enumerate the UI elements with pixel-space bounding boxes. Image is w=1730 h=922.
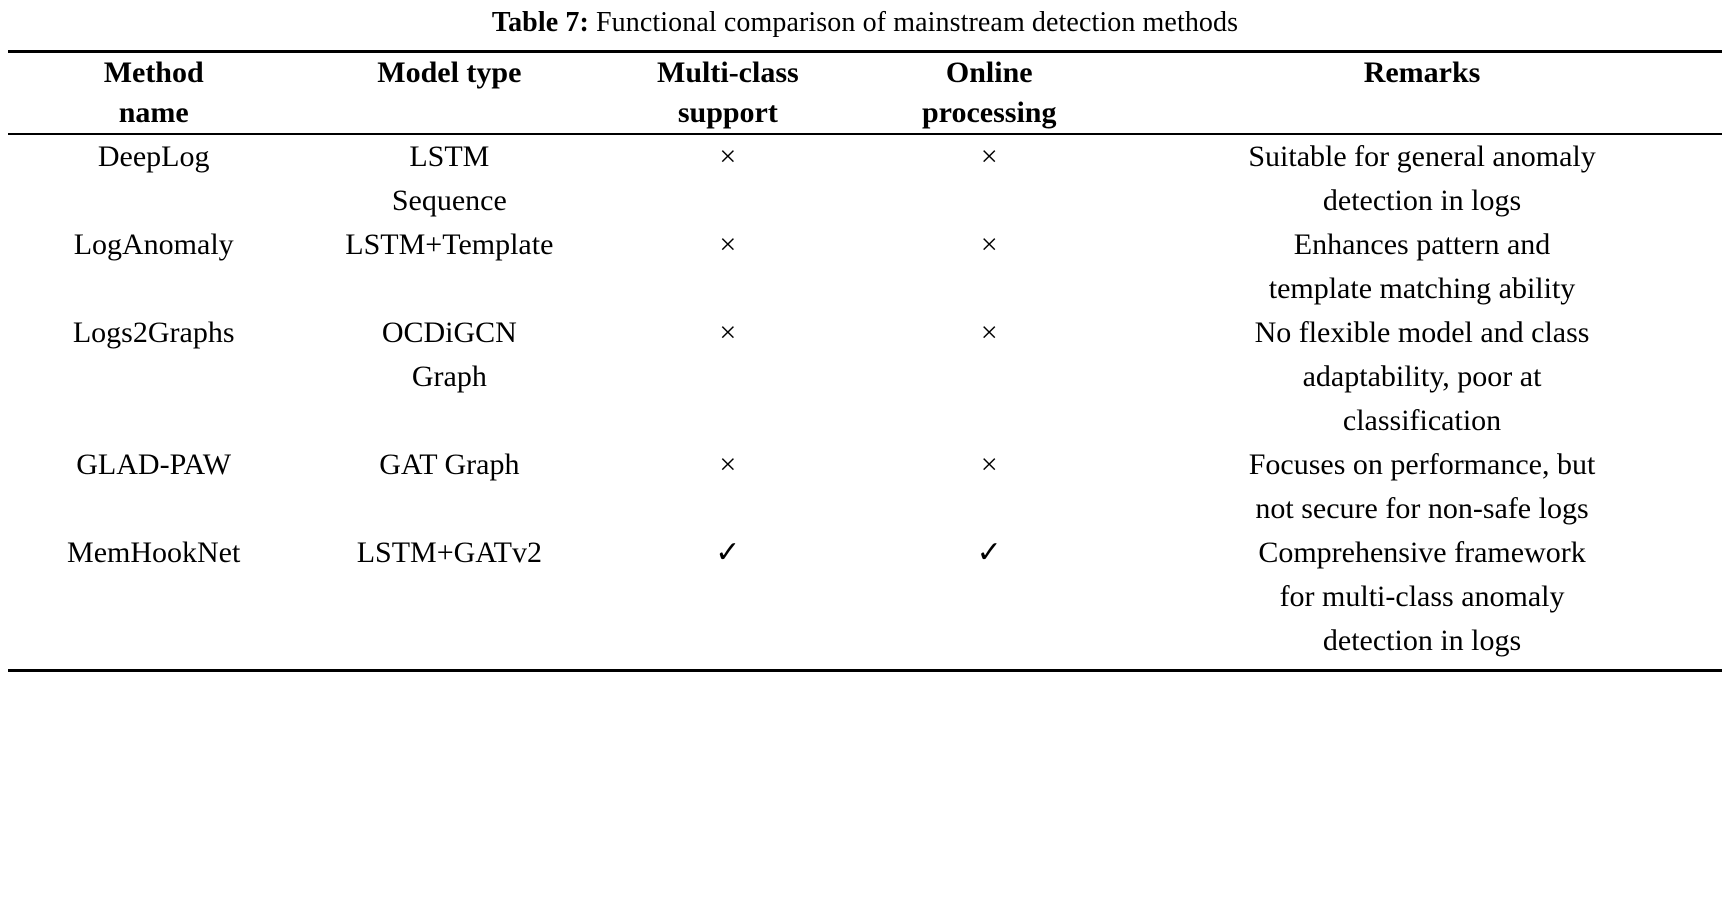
cross-icon: ×	[719, 316, 737, 349]
method-name-value: DeepLog	[97, 140, 210, 173]
caption-text: Functional comparison of mainstream dete…	[595, 7, 1239, 38]
cell-online-processing: ×	[856, 443, 1122, 531]
remarks-line2: not secure for non-safe logs	[1255, 492, 1589, 525]
table-row: LogAnomaly LSTM+Template × × Enhances pa…	[8, 223, 1722, 311]
column-header-model-type-line1: Model type	[377, 56, 522, 89]
table-caption: Table 7: Functional comparison of mainst…	[0, 0, 1730, 50]
model-type-line1: LSTM+Template	[345, 228, 554, 261]
remarks-line2: template matching ability	[1268, 272, 1576, 305]
column-header-method-name-line1: Method	[103, 56, 204, 89]
model-type-line1: LSTM+GATv2	[356, 536, 542, 569]
cross-icon: ×	[980, 316, 998, 349]
table-row: Logs2Graphs OCDiGCN Graph × × No flexibl…	[8, 311, 1722, 443]
cross-icon: ×	[980, 228, 998, 261]
comparison-table: Method name Model type Multi-class suppo…	[8, 53, 1722, 133]
table-row: DeepLog LSTM Sequence × × Suitable for g…	[8, 135, 1722, 223]
cell-method-name: GLAD-PAW	[8, 443, 299, 531]
column-header-online-processing: Online processing	[856, 53, 1122, 133]
cross-icon: ×	[980, 140, 998, 173]
method-name-value: LogAnomaly	[73, 228, 234, 261]
model-type-line1: LSTM	[409, 140, 490, 173]
table-row: MemHookNet LSTM+GATv2 ✓ ✓ Comprehensive …	[8, 531, 1722, 663]
cross-icon: ×	[719, 140, 737, 173]
cell-model-type: GAT Graph	[299, 443, 599, 531]
remarks-line3: detection in logs	[1322, 624, 1522, 657]
remarks-line1: No flexible model and class	[1254, 316, 1590, 349]
cell-method-name: LogAnomaly	[8, 223, 299, 311]
remarks-line2: for multi-class anomaly	[1279, 580, 1565, 613]
cell-multi-class-support: ×	[599, 135, 856, 223]
cell-remarks: Focuses on performance, but not secure f…	[1122, 443, 1722, 531]
cell-model-type: LSTM+GATv2	[299, 531, 599, 663]
cell-model-type: LSTM Sequence	[299, 135, 599, 223]
table-header: Method name Model type Multi-class suppo…	[8, 53, 1722, 133]
cross-icon: ×	[719, 228, 737, 261]
remarks-line1: Comprehensive framework	[1258, 536, 1586, 569]
cross-icon: ×	[980, 448, 998, 481]
method-name-value: Logs2Graphs	[72, 316, 235, 349]
remarks-line1: Enhances pattern and	[1293, 228, 1551, 261]
cell-online-processing: ×	[856, 135, 1122, 223]
comparison-table-body: DeepLog LSTM Sequence × × Suitable for g…	[8, 135, 1722, 663]
remarks-line2: adaptability, poor at	[1302, 360, 1542, 393]
cell-remarks: Comprehensive framework for multi-class …	[1122, 531, 1722, 663]
cell-online-processing: ×	[856, 223, 1122, 311]
model-type-line1: GAT Graph	[379, 448, 520, 481]
column-header-multi-class-support: Multi-class support	[599, 53, 856, 133]
check-icon: ✓	[976, 536, 1002, 569]
cell-multi-class-support: ×	[599, 223, 856, 311]
remarks-line1: Suitable for general anomaly	[1248, 140, 1596, 173]
cell-multi-class-support: ×	[599, 311, 856, 443]
table-bottom-rule	[8, 669, 1722, 672]
cell-method-name: Logs2Graphs	[8, 311, 299, 443]
model-type-line2: Sequence	[391, 184, 507, 217]
column-header-remarks: Remarks	[1122, 53, 1722, 133]
method-name-value: GLAD-PAW	[76, 448, 232, 481]
header-row: Method name Model type Multi-class suppo…	[8, 53, 1722, 133]
column-header-method-name-line2: name	[118, 96, 189, 129]
column-header-model-type: Model type	[299, 53, 599, 133]
column-header-multi-class-support-line2: support	[677, 96, 778, 129]
cell-multi-class-support: ✓	[599, 531, 856, 663]
table-top-rule	[8, 50, 1722, 53]
cell-multi-class-support: ×	[599, 443, 856, 531]
table-row: GLAD-PAW GAT Graph × × Focuses on perfor…	[8, 443, 1722, 531]
remarks-line2: detection in logs	[1322, 184, 1522, 217]
cell-method-name: DeepLog	[8, 135, 299, 223]
table-body: DeepLog LSTM Sequence × × Suitable for g…	[8, 135, 1722, 663]
remarks-line3: classification	[1342, 404, 1502, 437]
caption-label: Table 7:	[491, 7, 589, 38]
cross-icon: ×	[719, 448, 737, 481]
model-type-line2: Graph	[411, 360, 487, 393]
column-header-online-processing-line2: processing	[922, 96, 1057, 129]
column-header-method-name: Method name	[8, 53, 299, 133]
check-icon: ✓	[715, 536, 741, 569]
remarks-line1: Focuses on performance, but	[1248, 448, 1596, 481]
cell-remarks: Enhances pattern and template matching a…	[1122, 223, 1722, 311]
column-header-online-processing-line1: Online	[945, 56, 1033, 89]
model-type-line1: OCDiGCN	[381, 316, 517, 349]
cell-online-processing: ×	[856, 311, 1122, 443]
cell-remarks: No flexible model and class adaptability…	[1122, 311, 1722, 443]
cell-model-type: OCDiGCN Graph	[299, 311, 599, 443]
cell-method-name: MemHookNet	[8, 531, 299, 663]
cell-online-processing: ✓	[856, 531, 1122, 663]
cell-remarks: Suitable for general anomaly detection i…	[1122, 135, 1722, 223]
cell-model-type: LSTM+Template	[299, 223, 599, 311]
column-header-remarks-line1: Remarks	[1363, 56, 1481, 89]
column-header-multi-class-support-line1: Multi-class	[657, 56, 799, 89]
table-header-rule	[8, 133, 1722, 135]
method-name-value: MemHookNet	[67, 536, 241, 569]
